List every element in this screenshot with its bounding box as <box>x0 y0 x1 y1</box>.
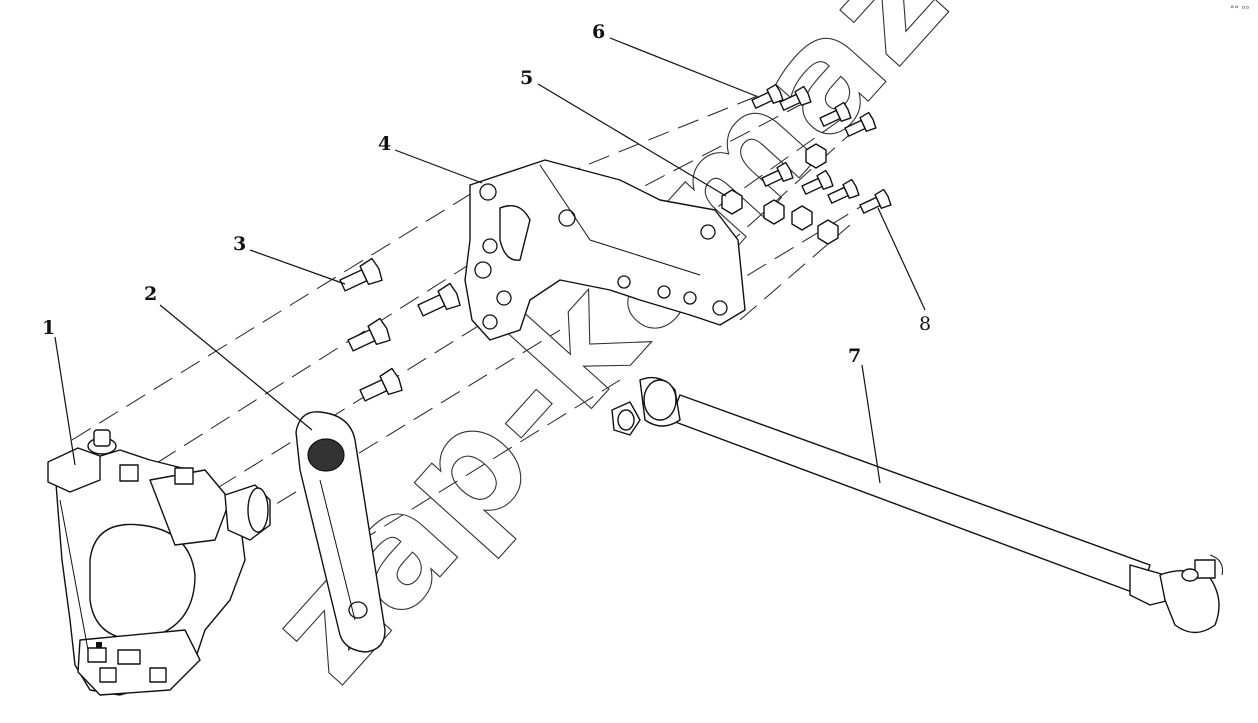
leader-line-5 <box>537 83 727 197</box>
leader-line-4 <box>394 149 483 184</box>
leader-line-3 <box>249 249 346 285</box>
leader-lines <box>54 37 926 484</box>
small-bolts <box>751 83 892 214</box>
callout-1: 1 <box>42 317 55 339</box>
axis-line <box>189 299 521 506</box>
leader-line-8 <box>877 207 926 311</box>
callout-7: 7 <box>848 345 861 367</box>
tie-rod <box>611 376 1223 634</box>
corner-mark: °° ᵒᵒ <box>1230 5 1250 15</box>
leader-line-1 <box>54 336 76 466</box>
callout-8: 8 <box>919 313 931 335</box>
axis-line <box>129 244 501 481</box>
callout-2: 2 <box>144 283 157 305</box>
steering-gear-housing <box>47 429 271 696</box>
axis-line <box>329 379 621 561</box>
leader-line-6 <box>609 37 757 97</box>
mounting-bracket <box>464 159 746 341</box>
callout-6: 6 <box>592 21 605 43</box>
callout-5: 5 <box>520 67 533 89</box>
pitman-arm <box>295 411 386 653</box>
callout-3: 3 <box>233 233 246 255</box>
axis-line <box>249 329 561 521</box>
leader-line-2 <box>159 304 313 431</box>
bracket-bolts <box>339 257 461 402</box>
callout-4: 4 <box>378 133 391 155</box>
assembly-axes <box>71 94 881 561</box>
axis-line <box>739 224 851 321</box>
leader-line-7 <box>861 364 881 484</box>
axis-line <box>71 184 486 441</box>
callout-labels: 1 2 3 4 5 6 7 8 <box>42 21 931 367</box>
nuts <box>721 143 839 245</box>
